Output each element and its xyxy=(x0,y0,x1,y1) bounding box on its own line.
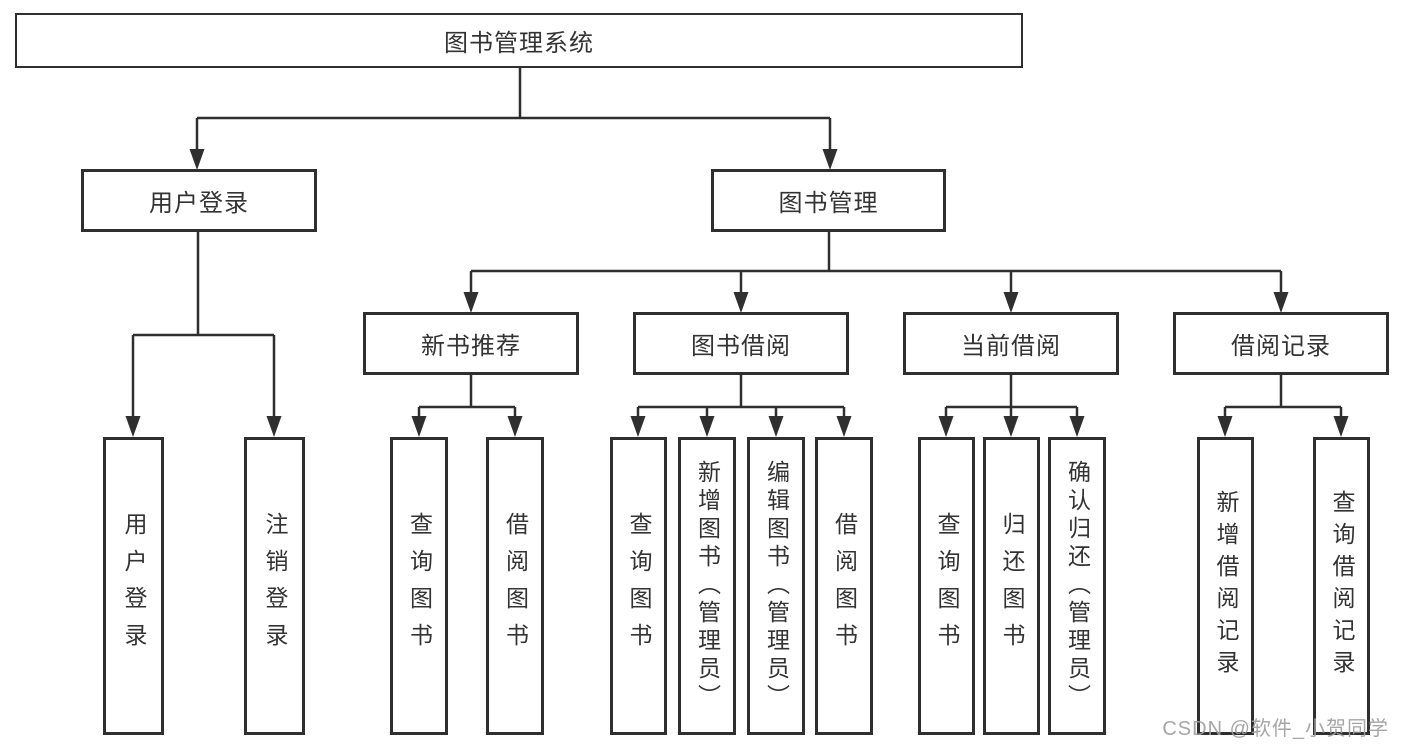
connector-current-borrow-children xyxy=(938,375,1085,437)
connector-new-book-rec-children xyxy=(411,375,523,437)
node-user-login: 用户登录 xyxy=(81,169,317,232)
leaf-query-books-1: 查询图书 xyxy=(390,437,448,735)
node-book-management: 图书管理 xyxy=(711,169,946,232)
node-label: 编辑图书（管理员） xyxy=(763,460,790,712)
node-label: 借阅图书 xyxy=(831,512,858,660)
node-borrowing-records: 借阅记录 xyxy=(1173,312,1389,375)
node-label: 图书管理 xyxy=(778,190,879,217)
arrow-down-icon xyxy=(266,416,282,437)
arrow-down-icon xyxy=(768,416,784,437)
leaf-return-books: 归还图书 xyxy=(983,437,1040,735)
csdn-watermark: CSDN @软件_小贺同学 xyxy=(1162,718,1389,740)
node-label: 图书借阅 xyxy=(691,333,791,360)
connector-book-mgmt-children xyxy=(463,232,1289,313)
arrow-down-icon xyxy=(507,416,523,437)
leaf-user-login: 用户登录 xyxy=(103,437,164,735)
node-label: 新增图书（管理员） xyxy=(694,460,721,712)
arrow-down-icon xyxy=(1069,416,1085,437)
node-label: 查询图书 xyxy=(406,512,433,660)
arrow-down-icon xyxy=(836,416,852,437)
leaf-borrow-books-2: 借阅图书 xyxy=(815,437,873,735)
arrow-down-icon xyxy=(630,416,646,437)
node-book-borrowing: 图书借阅 xyxy=(633,312,849,375)
node-label: 确认归还（管理员） xyxy=(1064,460,1091,712)
arrow-down-icon xyxy=(1217,416,1233,437)
arrow-down-icon xyxy=(1003,416,1019,437)
leaf-logout: 注销登录 xyxy=(244,437,305,735)
node-label: 新书推荐 xyxy=(421,333,521,360)
node-new-book-recommendation: 新书推荐 xyxy=(363,312,579,375)
node-label: 查询图书 xyxy=(626,512,652,660)
arrow-down-icon xyxy=(1333,416,1349,437)
node-label: 用户登录 xyxy=(121,512,147,660)
arrow-down-icon xyxy=(1003,292,1019,313)
leaf-add-books-admin: 新增图书（管理员） xyxy=(678,437,736,735)
node-label: 查询借阅记录 xyxy=(1329,490,1355,682)
arrow-down-icon xyxy=(1273,292,1289,313)
connector-root-to-level2 xyxy=(189,68,838,170)
connector-book-borrow-children xyxy=(630,375,852,437)
node-label: 借阅记录 xyxy=(1231,333,1331,360)
arrow-down-icon xyxy=(463,292,479,313)
leaf-query-borrow-record: 查询借阅记录 xyxy=(1313,437,1370,735)
node-current-borrowing: 当前借阅 xyxy=(903,312,1119,375)
node-label: 注销登录 xyxy=(262,512,288,660)
arrow-down-icon xyxy=(699,416,715,437)
connector-user-login-children xyxy=(125,232,282,437)
arrow-down-icon xyxy=(938,416,954,437)
node-label: 用户登录 xyxy=(149,190,249,217)
node-label: 查询图书 xyxy=(934,512,960,660)
arrow-down-icon xyxy=(125,416,141,437)
leaf-query-books-2: 查询图书 xyxy=(610,437,667,735)
arrow-down-icon xyxy=(189,149,205,170)
node-label: 借阅图书 xyxy=(502,512,529,660)
node-label: 图书管理系统 xyxy=(444,30,594,57)
arrow-down-icon xyxy=(411,416,427,437)
leaf-borrow-books-1: 借阅图书 xyxy=(486,437,544,735)
leaf-add-borrow-record: 新增借阅记录 xyxy=(1197,437,1254,735)
arrow-down-icon xyxy=(822,149,838,170)
arrow-down-icon xyxy=(733,292,749,313)
leaf-confirm-return-admin: 确认归还（管理员） xyxy=(1048,437,1106,735)
leaf-query-books-3: 查询图书 xyxy=(918,437,975,735)
node-label: 归还图书 xyxy=(999,512,1025,660)
connector-borrow-record-children xyxy=(1217,375,1349,437)
leaf-edit-books-admin: 编辑图书（管理员） xyxy=(747,437,805,735)
node-label: 当前借阅 xyxy=(961,333,1061,360)
node-label: 新增借阅记录 xyxy=(1213,490,1239,682)
node-root-library-system: 图书管理系统 xyxy=(15,13,1023,68)
